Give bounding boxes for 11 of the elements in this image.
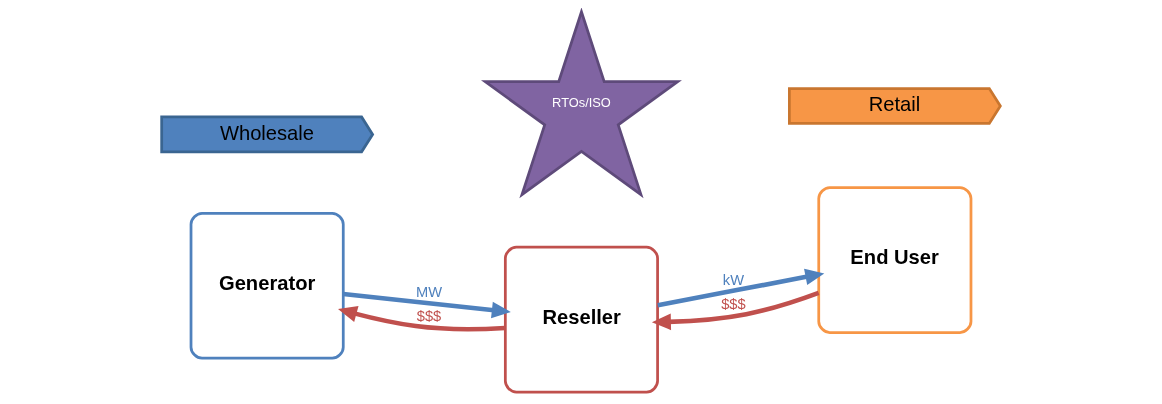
edge-label: $$$ xyxy=(416,308,442,325)
node-box: End User xyxy=(817,186,973,334)
arrow xyxy=(343,291,511,319)
edge-label: $$$ xyxy=(721,296,746,313)
edge-label: kW xyxy=(722,271,745,288)
node-box: Generator xyxy=(189,211,345,360)
arrow xyxy=(657,268,825,308)
node-box: Reseller xyxy=(503,245,659,394)
arrow xyxy=(338,305,506,332)
edge-label: MW xyxy=(415,284,443,301)
arrow xyxy=(651,290,820,331)
